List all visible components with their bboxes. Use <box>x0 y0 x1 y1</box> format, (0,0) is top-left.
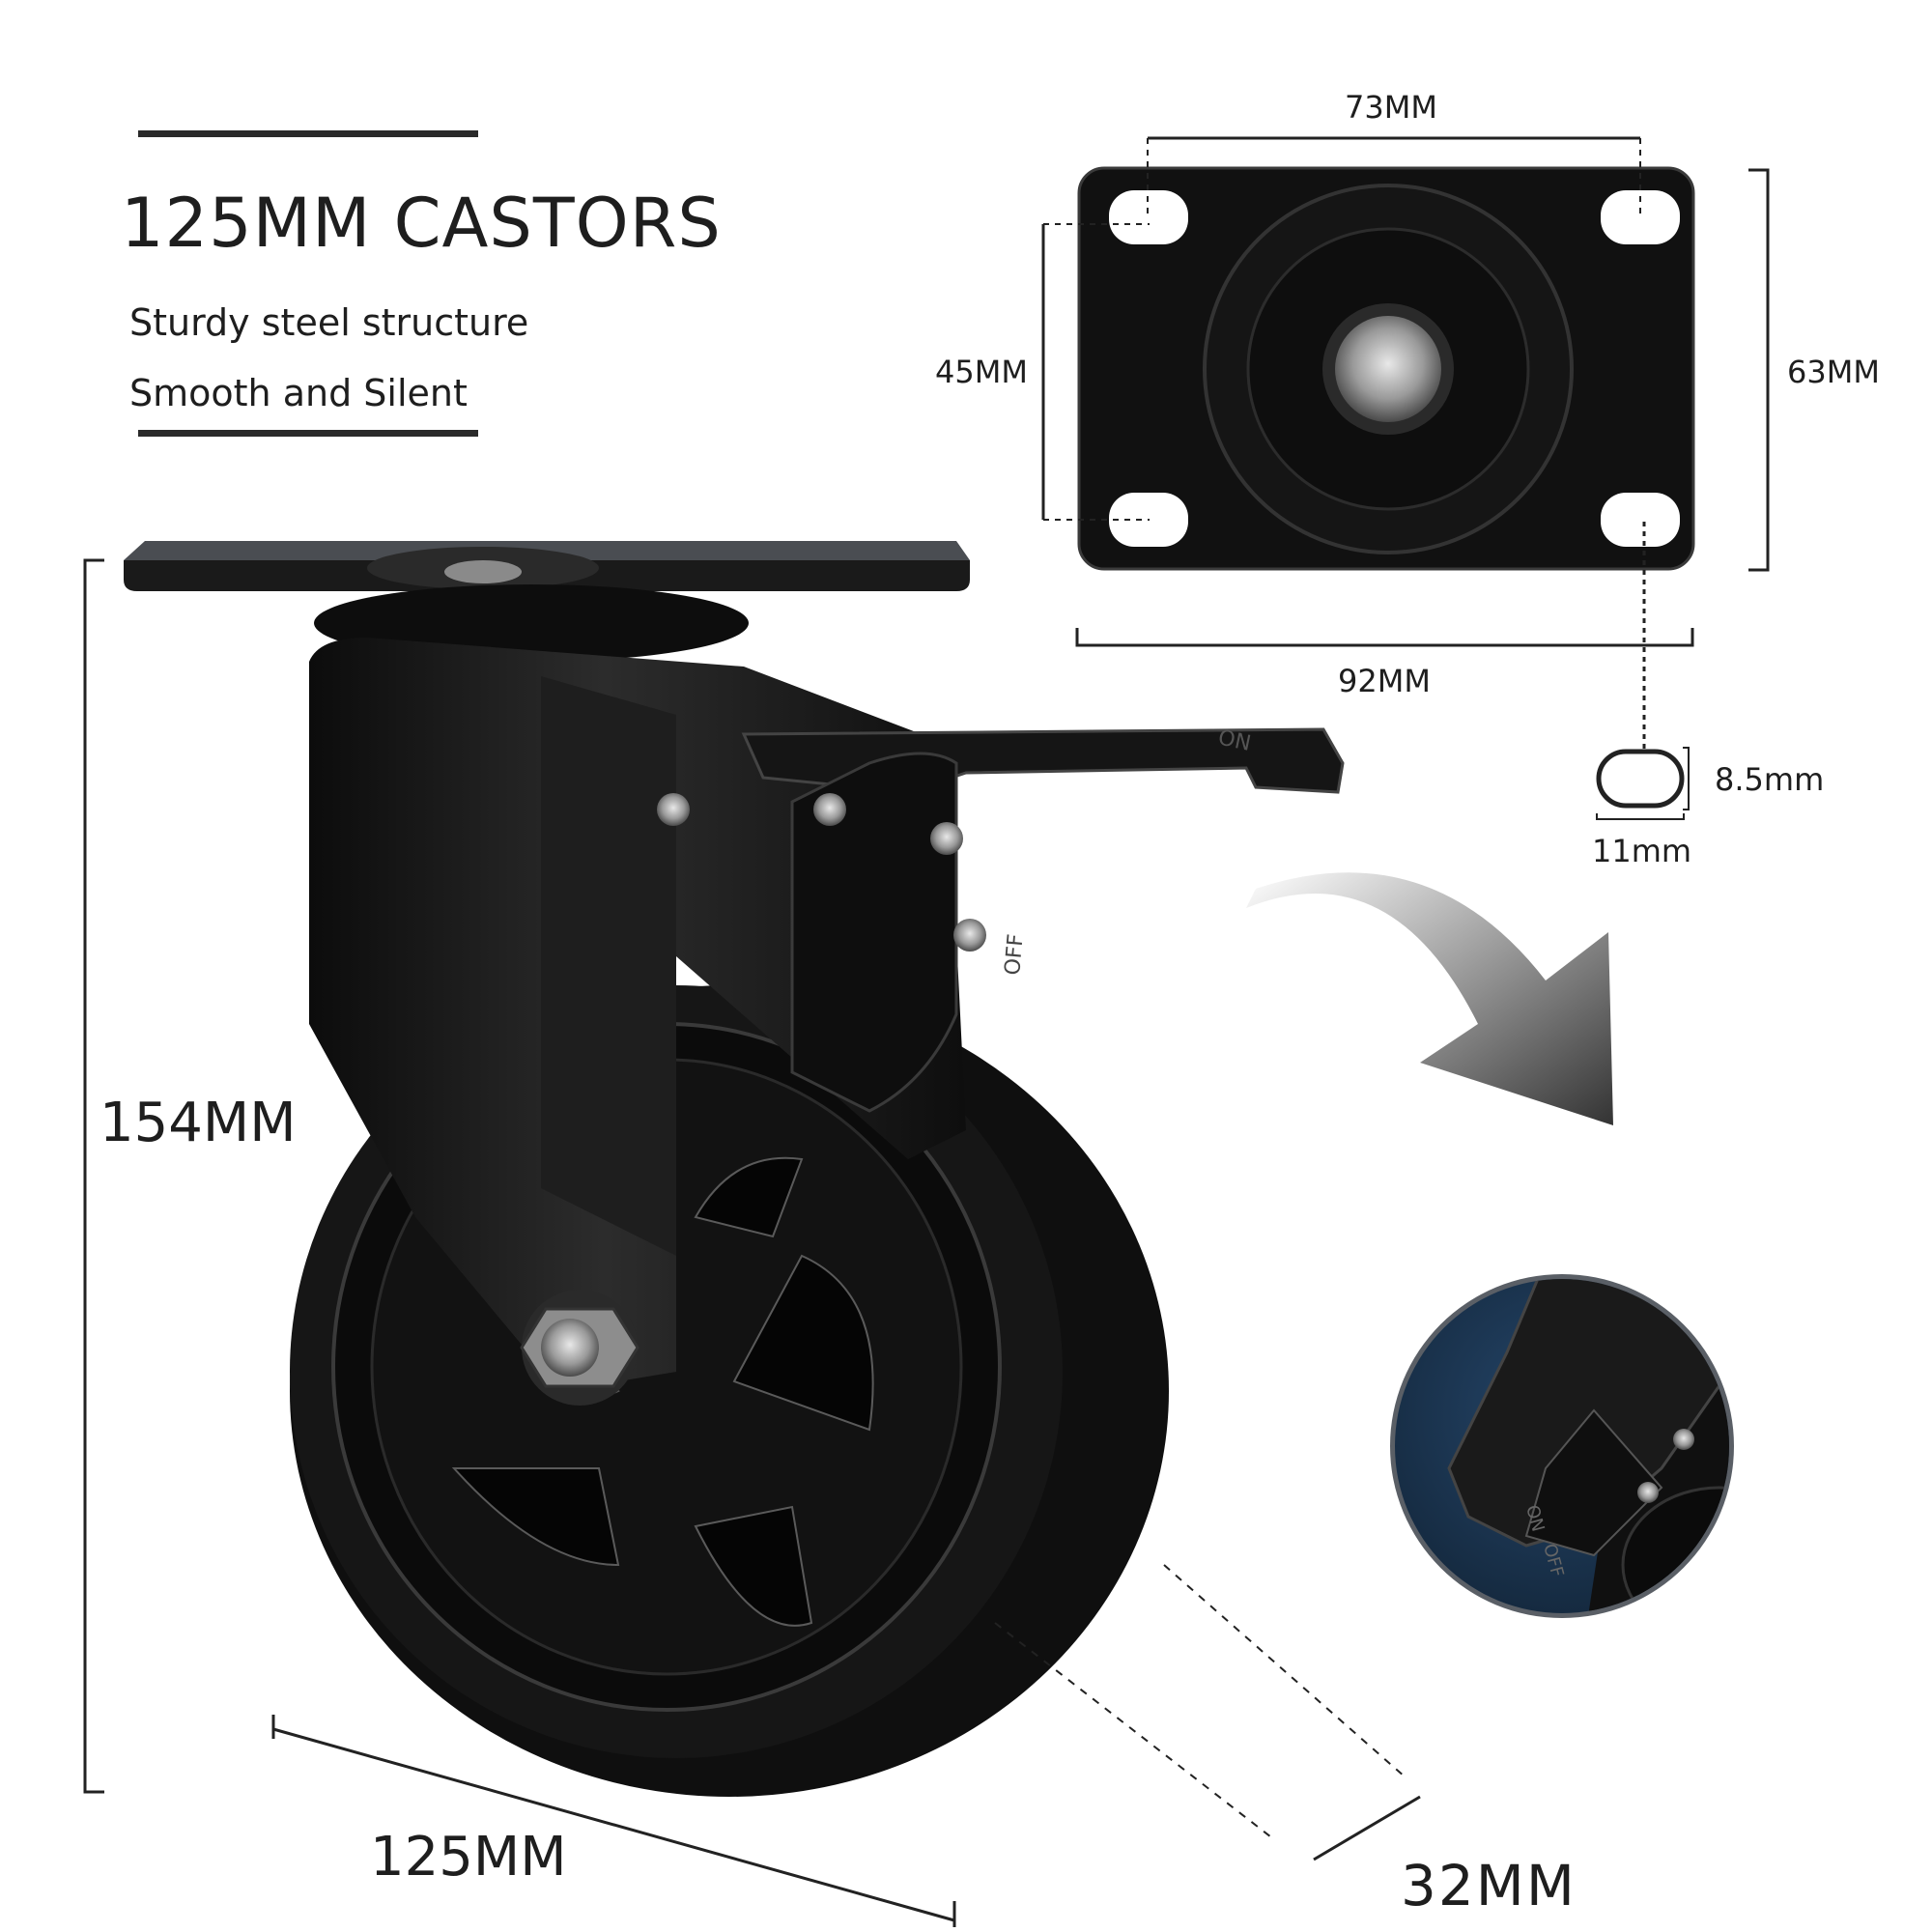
bolt-slot <box>1109 190 1188 244</box>
callout-arrow <box>1246 872 1613 1125</box>
bolt-slot <box>1601 190 1680 244</box>
dimension-bolt-height: 45MM <box>935 354 1028 390</box>
dimension-overall-height: 154MM <box>99 1092 297 1154</box>
feature-item: Sturdy steel structure <box>129 301 529 344</box>
page-title: 125MM CASTORS <box>121 184 722 263</box>
caster-wheel-main: OFF ON <box>124 541 1345 1797</box>
dimension-plate-width: 92MM <box>1338 663 1431 699</box>
svg-text:OFF: OFF <box>1001 933 1029 977</box>
dimension-wheel-width: 32MM <box>1401 1853 1577 1918</box>
brake-detail-view: ON OFF <box>1390 1274 1734 1618</box>
dimension-slot-height: 8.5mm <box>1715 761 1825 798</box>
dimension-bolt-width: 73MM <box>1345 89 1437 126</box>
dimension-plate-height: 63MM <box>1787 354 1880 390</box>
heading-bottom-rule <box>138 430 478 437</box>
feature-item: Smooth and Silent <box>129 372 468 414</box>
bolt-slot <box>1601 493 1680 547</box>
mounting-plate-top-view <box>1077 166 1695 571</box>
dimension-wheel-diameter: 125MM <box>370 1826 567 1889</box>
dimension-slot-width: 11mm <box>1592 833 1692 869</box>
heading-top-rule <box>138 130 478 137</box>
